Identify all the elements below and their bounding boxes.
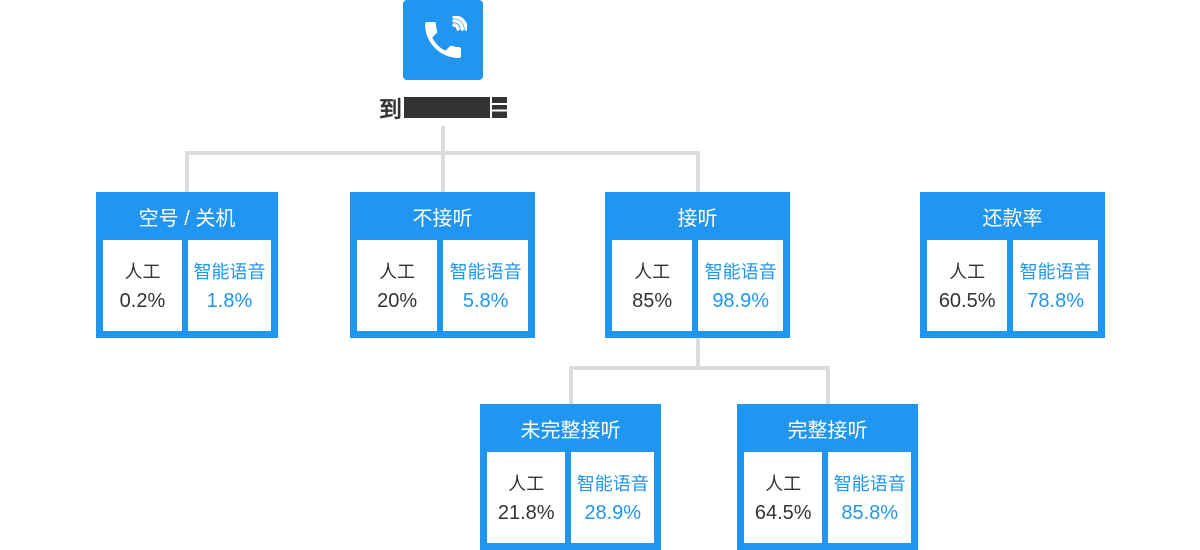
ai-cell: 智能语音 5.8%: [443, 240, 528, 331]
ai-value: 1.8%: [206, 290, 253, 312]
manual-label: 人工: [634, 262, 671, 282]
node-title: 空号 / 关机: [138, 207, 236, 230]
node-body: 人工 85% 智能语音 98.9%: [605, 240, 790, 338]
manual-cell: 人工 64.5%: [744, 452, 823, 543]
manual-cell: 人工 0.2%: [103, 240, 182, 331]
manual-label: 人工: [379, 262, 416, 282]
connector-drop-right: [696, 151, 700, 192]
ai-label: 智能语音: [193, 262, 266, 282]
node-title: 完整接听: [787, 419, 868, 442]
node-repayment-rate: 还款率 人工 60.5% 智能语音 78.8%: [920, 192, 1105, 338]
manual-label: 人工: [508, 474, 545, 494]
title-visible-char: 到: [379, 96, 403, 122]
connector-answered-vertical: [696, 338, 700, 370]
ai-label: 智能语音: [833, 474, 906, 494]
ai-value: 85.8%: [841, 502, 899, 524]
ai-cell: 智能语音 78.8%: [1013, 240, 1098, 331]
node-body: 人工 21.8% 智能语音 28.9%: [480, 452, 661, 550]
manual-value: 64.5%: [754, 502, 812, 524]
title-redaction-fragment: [492, 96, 507, 118]
node-no-answer: 不接听 人工 20% 智能语音 5.8%: [350, 192, 535, 338]
manual-label: 人工: [765, 474, 802, 494]
manual-cell: 人工 21.8%: [487, 452, 566, 543]
connector-drop-complete: [826, 366, 830, 405]
phone-call-icon: [425, 16, 467, 58]
manual-value: 85%: [632, 290, 673, 312]
manual-label: 人工: [124, 262, 161, 282]
ai-label: 智能语音: [449, 262, 522, 282]
ai-value: 28.9%: [584, 502, 642, 524]
manual-cell: 人工 20%: [357, 240, 438, 331]
node-partial-answer: 未完整接听 人工 21.8% 智能语音 28.9%: [480, 404, 661, 550]
connector-lower-horizontal: [569, 366, 830, 370]
ai-cell: 智能语音 98.9%: [698, 240, 783, 331]
node-title: 未完整接听: [520, 419, 621, 442]
manual-value: 20%: [377, 290, 418, 312]
node-title: 接听: [677, 207, 718, 230]
ai-cell: 智能语音 28.9%: [571, 452, 654, 543]
diagram-title: 到: [343, 92, 543, 122]
ai-label: 智能语音: [1019, 262, 1092, 282]
connector-top-horizontal: [185, 151, 700, 155]
node-body: 人工 60.5% 智能语音 78.8%: [920, 240, 1105, 338]
node-empty-or-off: 空号 / 关机 人工 0.2% 智能语音 1.8%: [96, 192, 278, 338]
connector-drop-partial: [569, 366, 573, 405]
node-title: 不接听: [412, 207, 473, 230]
connector-root-vertical: [441, 126, 445, 192]
manual-value: 60.5%: [938, 290, 996, 312]
title-redaction-bar: [404, 96, 490, 118]
ai-cell: 智能语音 1.8%: [187, 240, 271, 331]
node-body: 人工 64.5% 智能语音 85.8%: [737, 452, 918, 550]
node-title: 还款率: [982, 207, 1043, 230]
phone-badge: [403, 0, 483, 80]
ai-cell: 智能语音 85.8%: [828, 452, 911, 543]
manual-cell: 人工 85%: [612, 240, 693, 331]
ai-value: 98.9%: [712, 290, 770, 312]
manual-label: 人工: [949, 262, 986, 282]
ai-label: 智能语音: [576, 474, 649, 494]
ai-label: 智能语音: [704, 262, 777, 282]
ai-value: 78.8%: [1027, 290, 1085, 312]
node-body: 人工 20% 智能语音 5.8%: [350, 240, 535, 338]
manual-value: 0.2%: [119, 290, 166, 312]
manual-cell: 人工 60.5%: [927, 240, 1008, 331]
node-answered: 接听 人工 85% 智能语音 98.9%: [605, 192, 790, 338]
connector-drop-left: [185, 151, 189, 192]
node-complete-answer: 完整接听 人工 64.5% 智能语音 85.8%: [737, 404, 918, 550]
manual-value: 21.8%: [497, 502, 555, 524]
ai-value: 5.8%: [462, 290, 509, 312]
node-body: 人工 0.2% 智能语音 1.8%: [96, 240, 278, 338]
